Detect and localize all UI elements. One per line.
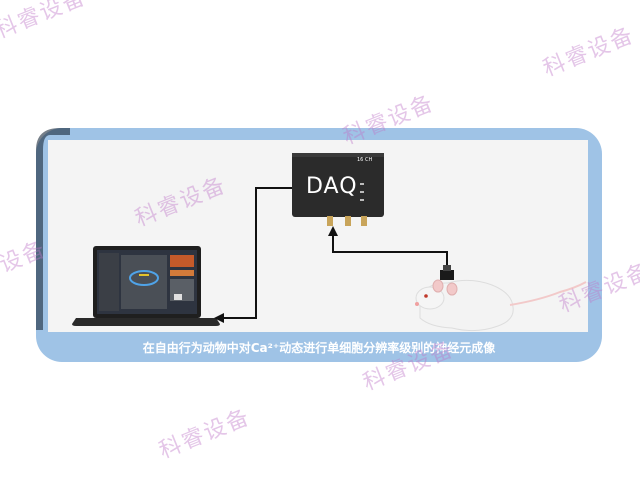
daq-label: DAQ — [306, 174, 358, 199]
arrow-to-daq — [328, 226, 338, 236]
mouse-animal — [415, 265, 587, 332]
daq-badge: 16 CH — [357, 157, 373, 163]
cable-daq-mouse — [332, 234, 448, 270]
caption: 在自由行为动物中对Ca²⁺动态进行单细胞分辨率级别的神经元成像 — [142, 340, 496, 355]
frame-left-edge — [36, 128, 70, 330]
cable-laptop-daq — [222, 187, 292, 319]
arrow-to-laptop — [214, 313, 224, 323]
daq-device — [292, 153, 384, 226]
laptop — [72, 246, 220, 326]
